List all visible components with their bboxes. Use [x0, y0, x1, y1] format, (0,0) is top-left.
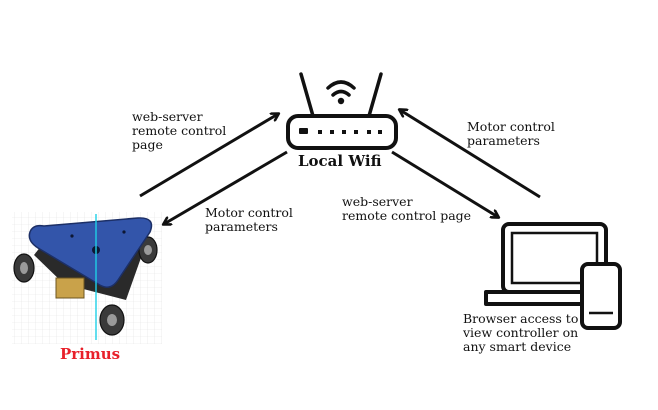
arrow-router-to-robot — [164, 150, 288, 224]
edge-label-router-to-device: web-server remote control page — [342, 194, 472, 223]
robot-label: Primus — [60, 345, 121, 363]
edge-label-device-to-router: Motor control parameters — [467, 119, 555, 148]
edge-label-router-to-robot: Motor control parameters — [205, 205, 293, 234]
arrow-device-to-router — [400, 110, 541, 199]
arrow-router-to-device — [391, 150, 498, 217]
edge-label-robot-to-router: web-server remote control page — [132, 109, 227, 152]
device-label: Browser access to view controller on any… — [463, 311, 579, 354]
arrow-robot-to-router — [139, 114, 278, 198]
router-label: Local Wifi — [298, 152, 382, 170]
